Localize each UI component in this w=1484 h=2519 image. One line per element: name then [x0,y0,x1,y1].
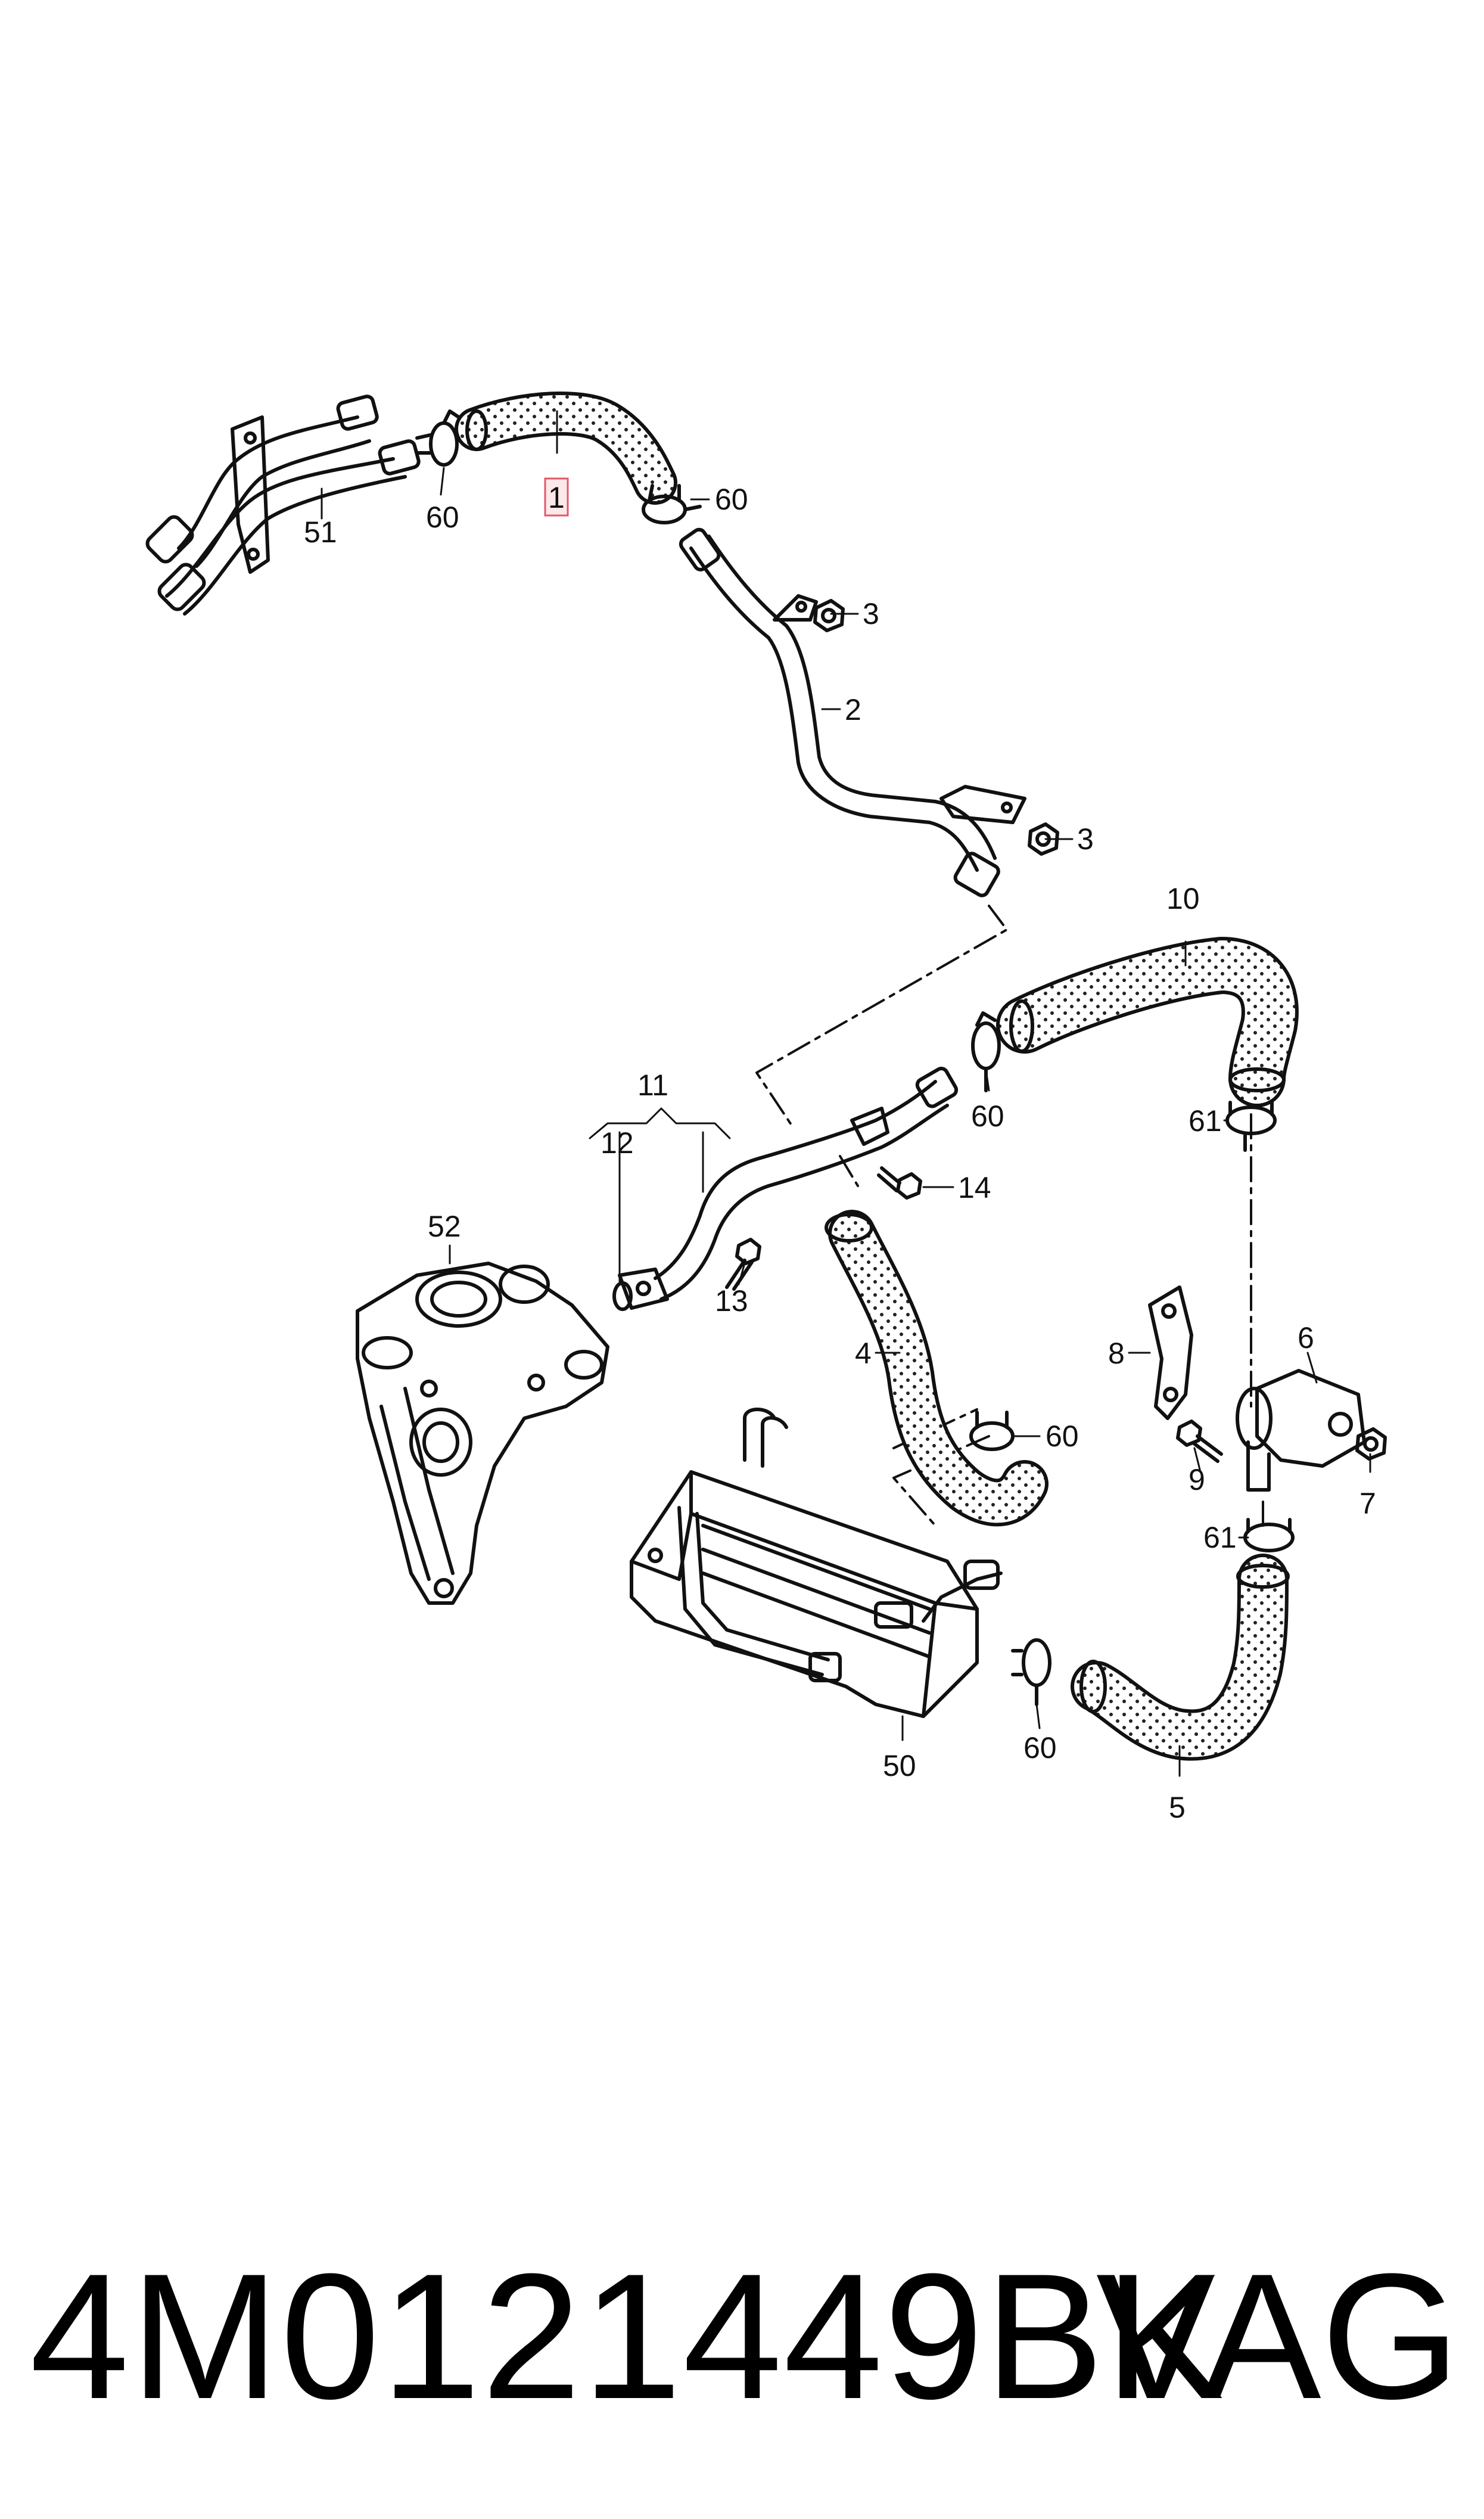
highlight-box [544,477,569,517]
callout-61a: 61 [1189,1104,1222,1138]
callout-11: 11 [637,1069,668,1102]
bracket-8 [1148,1285,1193,1420]
brand-label: VAG [1096,2236,1460,2436]
coolant-hose-4 [825,1210,1049,1527]
hose-clamp-60-top [415,409,461,467]
coolant-housing-52 [356,1262,609,1605]
callout-12: 12 [601,1126,634,1160]
leader-lines [321,410,1371,1777]
seal-ring-12 [612,1281,633,1311]
callout-52: 52 [428,1210,461,1243]
hose-clamp-60-second [642,484,702,524]
coolant-pipe-11 [618,1067,959,1310]
bolt-13 [725,1238,761,1291]
callout-3a: 3 [863,597,879,630]
pipe-assembly-51 [145,395,421,616]
callout-60a: 60 [426,501,459,534]
callout-60c: 60 [971,1099,1004,1133]
callout-13: 13 [715,1284,748,1318]
part-number: 4M0121449BK [30,2236,1225,2436]
callout-2: 2 [845,693,861,726]
nut-3-upper [813,599,845,632]
callout-50: 50 [883,1749,916,1782]
callout-9: 9 [1189,1463,1205,1496]
callout-8: 8 [1108,1337,1125,1370]
callout-61b: 61 [1203,1521,1237,1554]
callout-bracket-11 [589,1107,731,1282]
callout-14: 14 [958,1171,991,1204]
callout-60b: 60 [715,483,748,516]
bolt-14 [877,1166,922,1200]
callout-1: 1 [548,481,565,514]
valve-6 [1236,1369,1366,1492]
coolant-hose-1 [455,392,677,505]
oil-cooler-50 [630,1408,1003,1718]
coolant-pipe-2 [679,527,1026,897]
callout-51: 51 [304,515,337,549]
hose-clamp-61-lower [1243,1518,1295,1552]
callout-10: 10 [1166,882,1200,915]
callout-6: 6 [1298,1321,1314,1355]
bolt-9 [1176,1420,1223,1463]
callout-5: 5 [1169,1791,1186,1824]
coolant-hose-10 [996,937,1299,1107]
callout-7: 7 [1359,1487,1376,1520]
callout-labels: 1 2 3 3 4 5 6 7 8 9 10 11 12 13 14 50 51… [304,481,1376,1824]
callout-60d: 60 [1046,1420,1079,1453]
callout-60e: 60 [1023,1731,1057,1765]
coolant-hose-5 [1071,1554,1290,1761]
nut-7 [1355,1427,1387,1461]
callout-4: 4 [855,1337,872,1370]
hose-clamp-60-bottom [1011,1638,1051,1706]
hose-clamp-60-mid [971,1011,1001,1092]
hose-clamp-60-lower [969,1411,1015,1451]
callout-3b: 3 [1077,822,1094,856]
